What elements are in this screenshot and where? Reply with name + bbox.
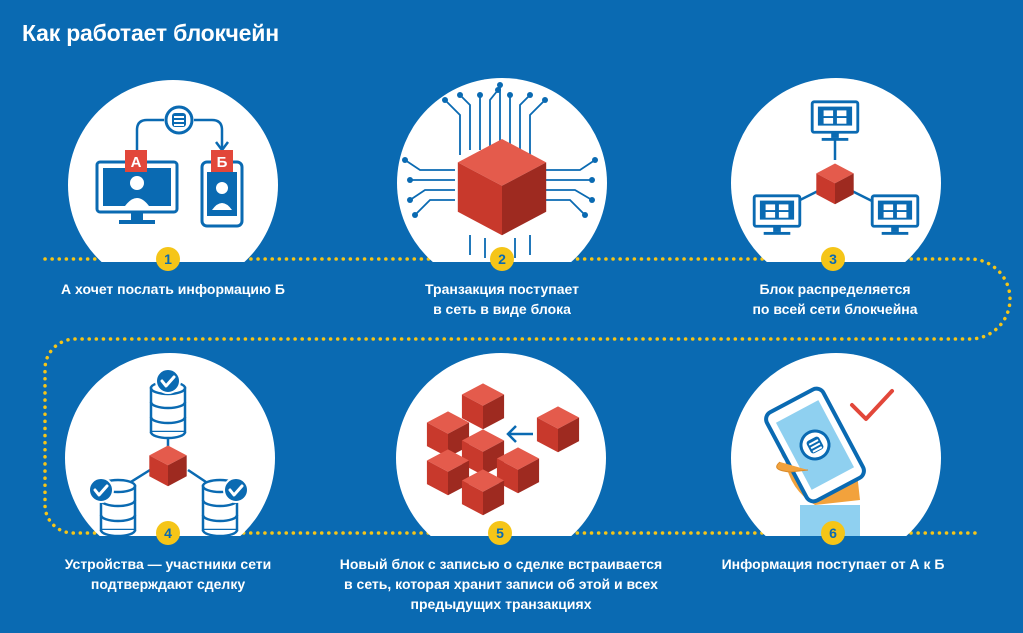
computer-to-phone-icon: А Б — [95, 105, 244, 228]
step-badge-6: 6 — [821, 521, 845, 545]
step-badge-3: 3 — [821, 247, 845, 271]
step-3-caption: Блок распределяется по всей сети блокчей… — [752, 281, 918, 317]
step-badge-5: 5 — [488, 521, 512, 545]
step-number: 6 — [829, 525, 837, 541]
step-2-caption: Транзакция поступает в сеть в виде блока — [425, 281, 579, 317]
arrow-left-icon — [506, 425, 533, 443]
step-badge-4: 4 — [156, 521, 180, 545]
check-mark-icon — [850, 389, 894, 421]
dotted-connector — [43, 257, 1012, 535]
step-6-caption: Информация поступает от А к Б — [721, 556, 945, 572]
sender-label: А — [131, 154, 142, 171]
step-badge-1: 1 — [156, 247, 180, 271]
step-number: 2 — [498, 251, 506, 267]
check-icon — [154, 367, 182, 395]
step-1-caption: А хочет послать информацию Б — [61, 281, 285, 297]
block-chain-icon — [426, 383, 580, 516]
phone-received-icon — [764, 386, 894, 536]
cube-circuit-icon — [402, 82, 598, 258]
page-title: Как работает блокчейн — [22, 20, 279, 46]
step-number: 5 — [496, 525, 504, 541]
validation-icon — [87, 367, 250, 538]
receiver-label: Б — [217, 154, 228, 171]
step-number: 1 — [164, 251, 172, 267]
step-number: 3 — [829, 251, 837, 267]
step-number: 4 — [164, 525, 172, 541]
step-5-caption: Новый блок с записью о сделке встраивает… — [339, 556, 663, 612]
network-distribution-icon — [752, 100, 920, 237]
step-4-caption: Устройства — участники сети подтверждают… — [64, 556, 272, 592]
step-badge-2: 2 — [490, 247, 514, 271]
check-icon — [222, 476, 250, 504]
check-icon — [87, 476, 115, 504]
